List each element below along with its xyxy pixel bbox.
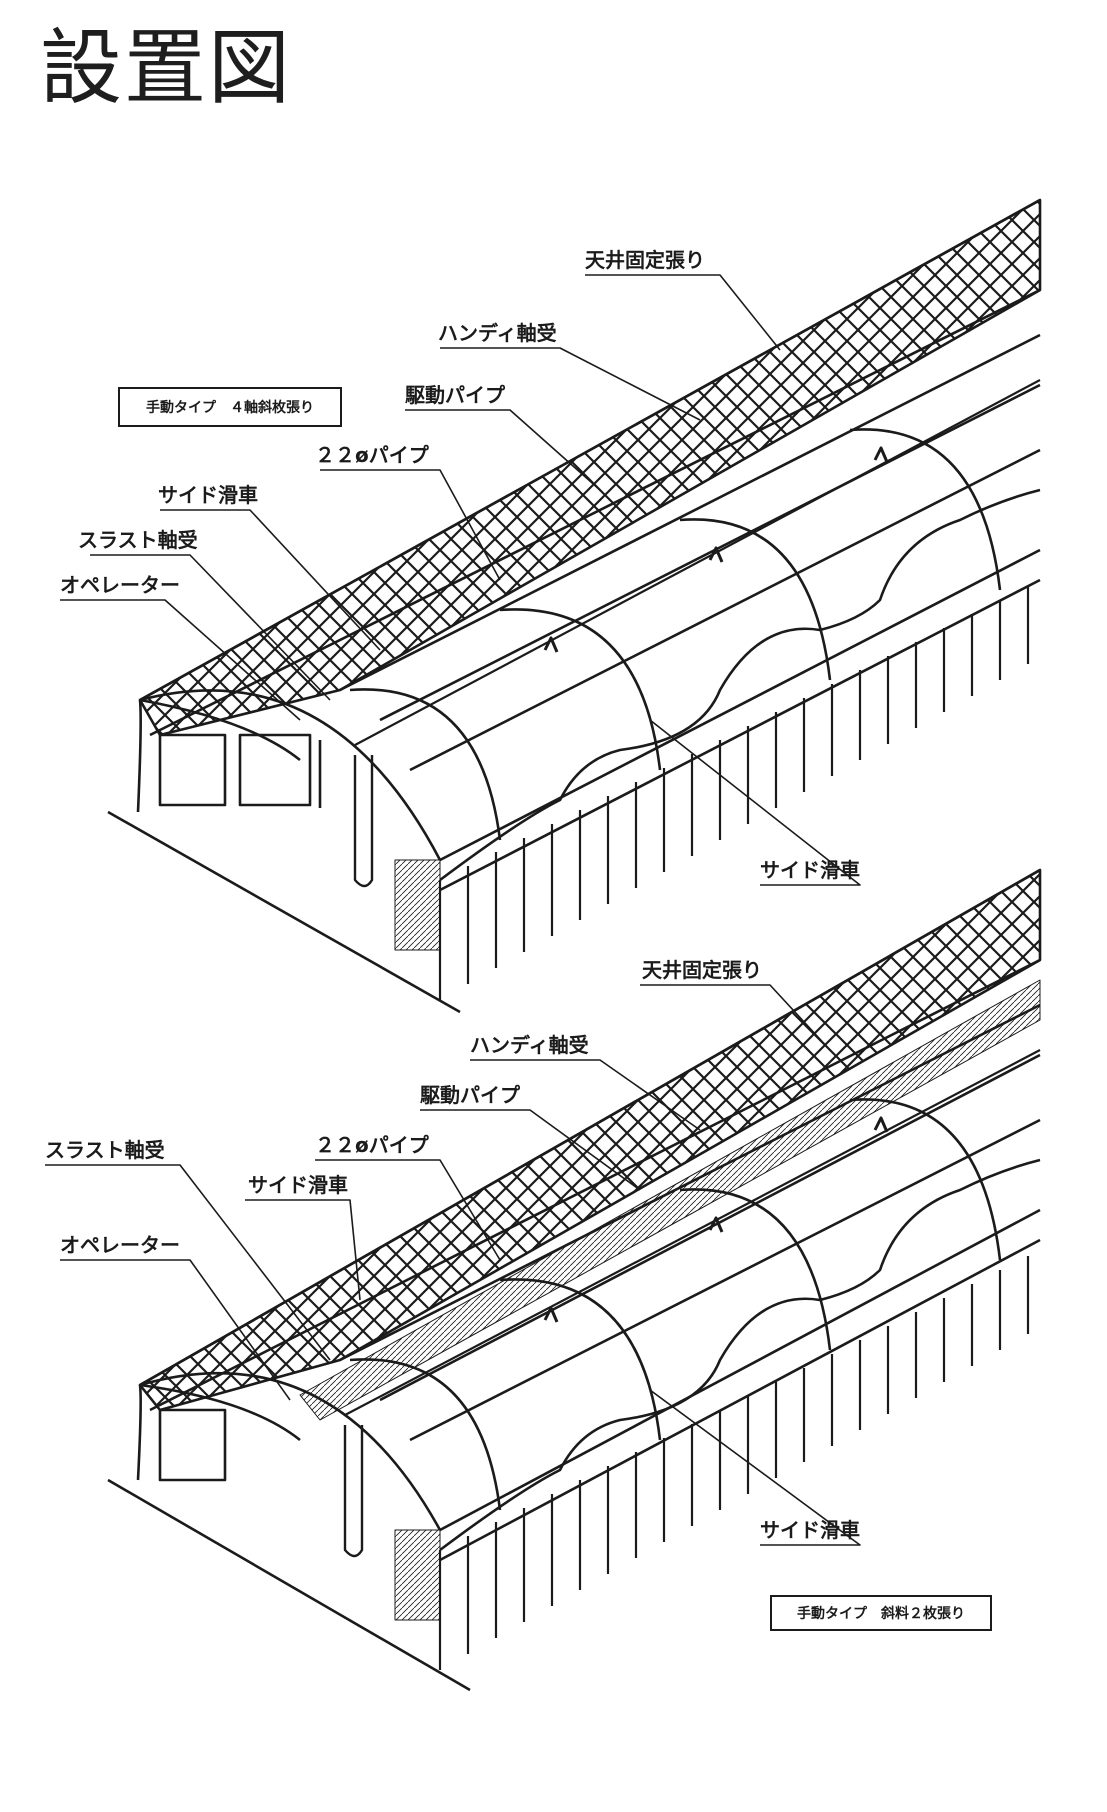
label-side-pulley-upper-top: サイド滑車 [158, 483, 258, 507]
label-ceiling-fixed-top: 天井固定張り [585, 248, 705, 272]
label-ceiling-fixed-bottom: 天井固定張り [642, 958, 762, 982]
label-handy-bearing-bottom: ハンディ軸受 [470, 1033, 589, 1057]
label-operator-top: オペレーター [60, 573, 180, 597]
label-operator-bottom: オペレーター [60, 1233, 180, 1257]
label-drive-pipe-top: 駆動パイプ [405, 383, 505, 407]
label-drive-pipe-bottom: 駆動パイプ [420, 1083, 520, 1107]
page-title: 設置図 [40, 21, 293, 116]
type-box-bottom: 手動タイプ 斜料２枚張り [770, 1595, 992, 1631]
label-handy-bearing-top: ハンディ軸受 [438, 321, 557, 345]
label-thrust-bearing-bottom: スラスト軸受 [45, 1138, 165, 1162]
type-box-top: 手動タイプ ４軸斜枚張り [118, 387, 342, 427]
label-side-pulley-upper-bottom: サイド滑車 [248, 1173, 348, 1197]
label-side-pulley-lower-top: サイド滑車 [760, 858, 860, 882]
label-thrust-bearing-top: スラスト軸受 [78, 528, 198, 552]
label-pipe-22-top: ２２øパイプ [315, 443, 429, 467]
greenhouse-bottom [45, 868, 1042, 1692]
label-pipe-22-bottom: ２２øパイプ [315, 1133, 429, 1157]
greenhouse-top [60, 198, 1042, 1014]
label-side-pulley-lower-bottom: サイド滑車 [760, 1518, 860, 1542]
roof-lattice-bottom [138, 868, 1042, 1412]
roof-lattice-top [138, 198, 1042, 737]
